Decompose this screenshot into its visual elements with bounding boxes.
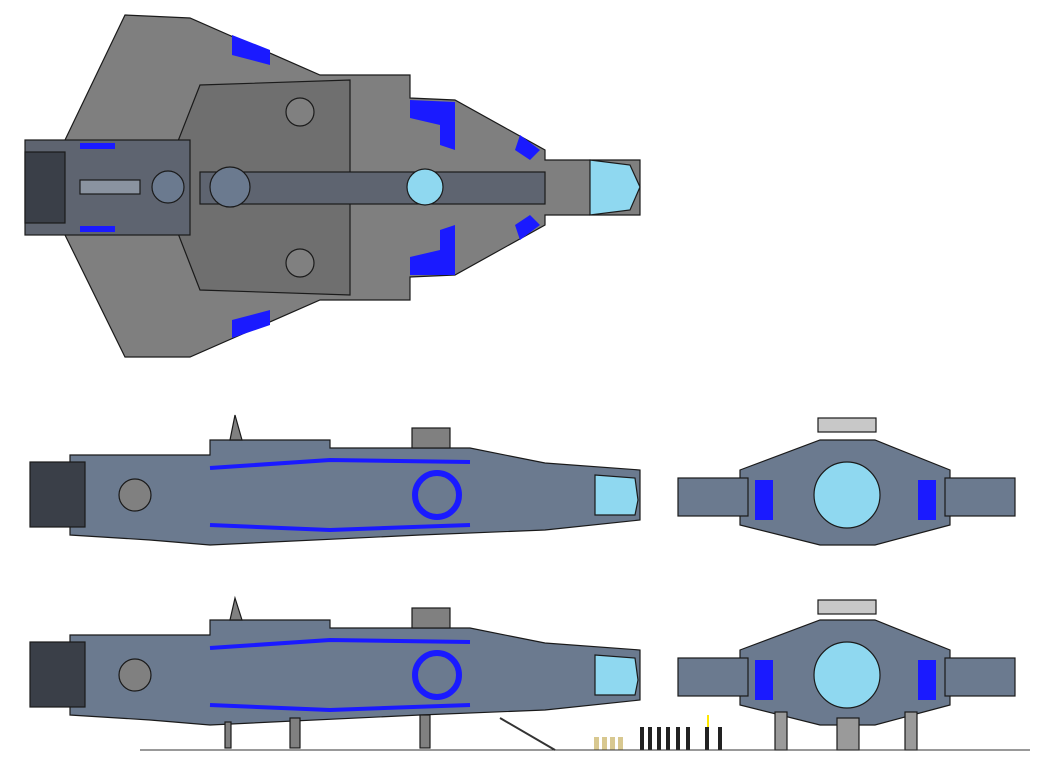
side1-dorsal-fin xyxy=(229,414,243,441)
side1-turret xyxy=(411,427,451,449)
front1-cockpit-window xyxy=(813,461,881,529)
front2-wing-right xyxy=(944,657,1016,697)
side2-ring xyxy=(412,650,462,700)
top-nose-glow xyxy=(589,159,641,216)
front-view-lower xyxy=(677,599,1016,751)
side2-landing-gear xyxy=(224,714,556,751)
top-spine xyxy=(199,171,546,205)
top-engine-nozzle xyxy=(24,151,66,224)
front-view-upper xyxy=(677,417,1016,546)
top-cockpit xyxy=(406,168,444,206)
side1-rear-hub xyxy=(118,478,152,512)
side2-turret xyxy=(411,607,451,629)
side1-ring xyxy=(412,470,462,520)
front2-landing-gear xyxy=(774,711,918,751)
side-view-lower xyxy=(29,595,641,751)
front1-blue-accents xyxy=(755,480,936,520)
front1-sensor xyxy=(817,417,877,433)
side1-blue-stripes xyxy=(209,457,471,533)
side2-blue-stripes xyxy=(209,637,471,713)
side-view-upper xyxy=(29,414,641,546)
side2-engine xyxy=(29,641,86,708)
front2-wing-left xyxy=(677,657,749,697)
top-turret-rear xyxy=(209,166,251,208)
top-view xyxy=(24,14,641,358)
front2-blue-accents xyxy=(755,660,936,700)
scale-figures xyxy=(594,715,722,750)
front1-wing-right xyxy=(944,477,1016,517)
side2-rear-hub xyxy=(118,658,152,692)
top-engine-grille xyxy=(79,179,141,195)
top-hatch-upper xyxy=(285,97,315,127)
top-hatch-lower xyxy=(285,248,315,278)
side1-engine xyxy=(29,461,86,528)
front2-sensor xyxy=(817,599,877,615)
top-blue-accents xyxy=(80,35,540,338)
side2-nose-glow xyxy=(594,654,639,696)
front1-wing-left xyxy=(677,477,749,517)
side2-dorsal-fin xyxy=(229,595,243,621)
side1-nose-glow xyxy=(594,474,639,516)
top-sensor-dish xyxy=(151,170,185,204)
front2-cockpit-window xyxy=(813,641,881,709)
